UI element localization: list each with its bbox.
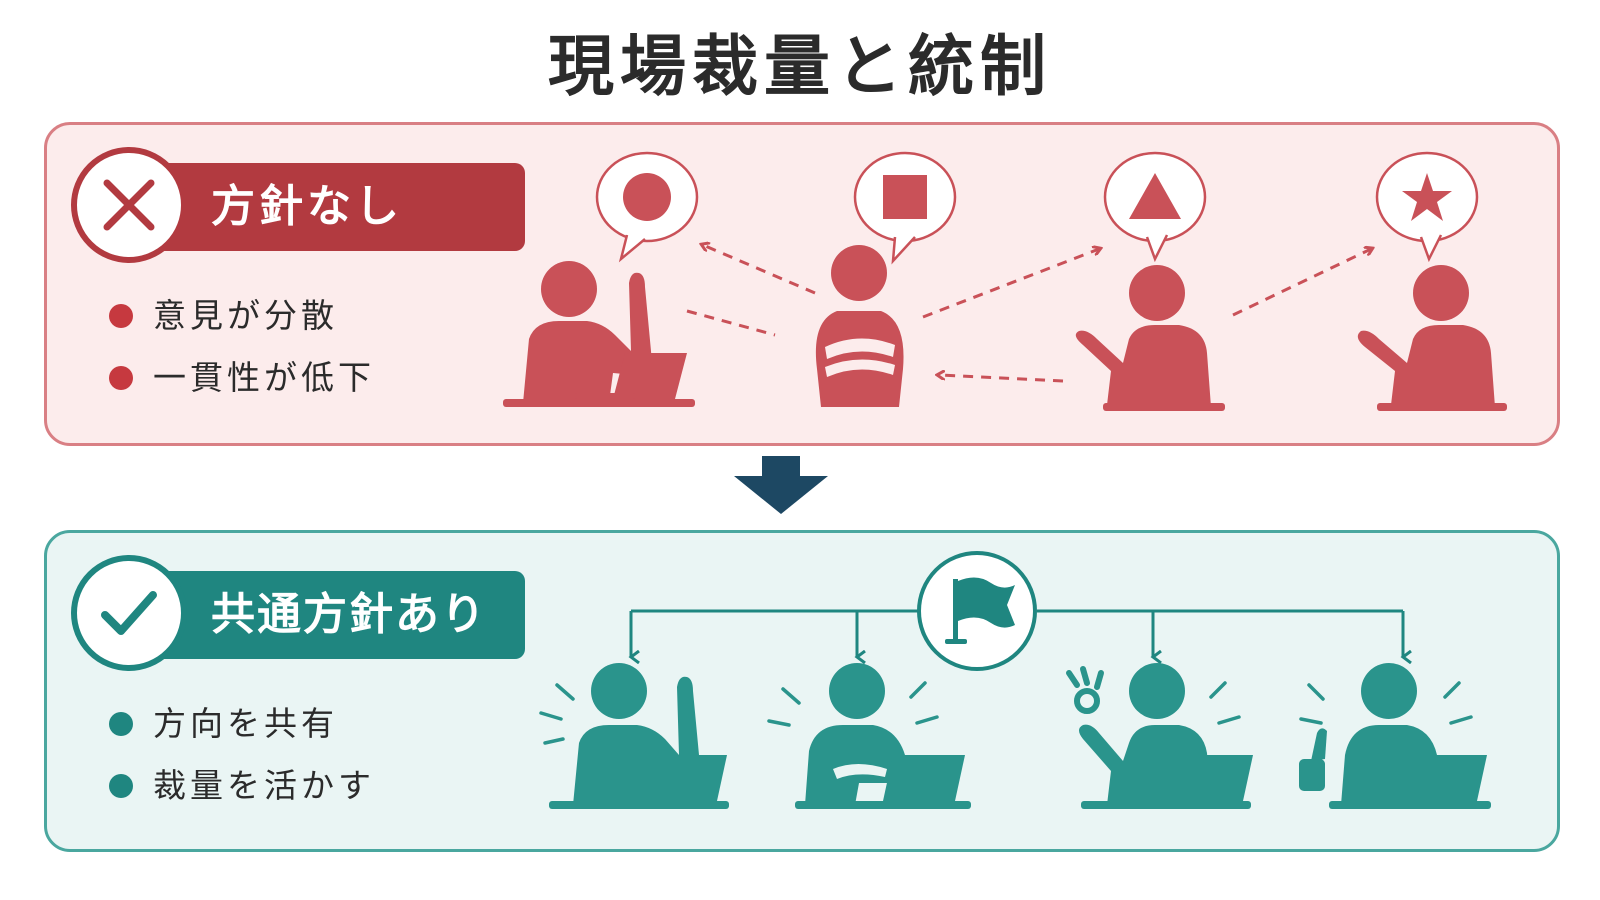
with-policy-badge: 共通方針あり: [71, 555, 531, 671]
dashed-line: [686, 309, 776, 337]
person-raising-finger: [549, 663, 729, 809]
dashed-arrow: [939, 375, 1064, 383]
motion-lines: [767, 681, 939, 727]
dashed-arrow: [922, 249, 1099, 319]
dashed-arrow: [1232, 249, 1371, 317]
panel-with-policy: 共通方針あり 方向を共有 裁量を活かす: [44, 530, 1560, 852]
motion-lines: [1209, 681, 1241, 725]
without-policy-label: 方針なし: [211, 181, 403, 232]
list-item: 一貫性が低下: [109, 347, 375, 409]
list-item: 裁量を活かす: [109, 755, 375, 817]
person-raising-finger: [503, 261, 695, 407]
list-item: 意見が分散: [109, 285, 375, 347]
shared-direction-illustration: [539, 551, 1491, 809]
person-open-hand: [1075, 265, 1225, 411]
without-policy-badge: 方針なし: [71, 147, 531, 263]
motion-lines: [539, 683, 575, 745]
dashed-arrow: [703, 245, 816, 295]
with-policy-bullets: 方向を共有 裁量を活かす: [109, 693, 375, 817]
checkmark-icon: [71, 555, 187, 671]
flag-icon: [945, 577, 1015, 644]
person-open-hand: [1357, 265, 1507, 411]
motion-lines: [1299, 681, 1473, 725]
divergent-opinions-illustration: [503, 151, 1507, 411]
without-policy-bullets: 意見が分散 一貫性が低下: [109, 285, 375, 409]
cross-icon: [71, 147, 187, 263]
person-thumbs-up: [1329, 663, 1491, 809]
list-item: 方向を共有: [109, 693, 375, 755]
star-shape-icon: [1402, 173, 1452, 221]
circle-shape-icon: [623, 173, 671, 221]
with-policy-label: 共通方針あり: [211, 589, 487, 640]
square-shape-icon: [883, 175, 927, 219]
ok-hand-icon: [1066, 666, 1104, 714]
triangle-shape-icon: [1129, 173, 1181, 219]
page-title: 現場裁量と統制: [548, 28, 1052, 105]
thumbs-up-icon: [1299, 728, 1327, 791]
down-arrow-icon: [734, 456, 828, 514]
panel-without-policy: 方針なし 意見が分散 一貫性が低下: [44, 122, 1560, 446]
person-working: [795, 663, 971, 809]
person-arms-crossed: [815, 245, 904, 407]
person-ok-gesture: [1079, 663, 1253, 809]
